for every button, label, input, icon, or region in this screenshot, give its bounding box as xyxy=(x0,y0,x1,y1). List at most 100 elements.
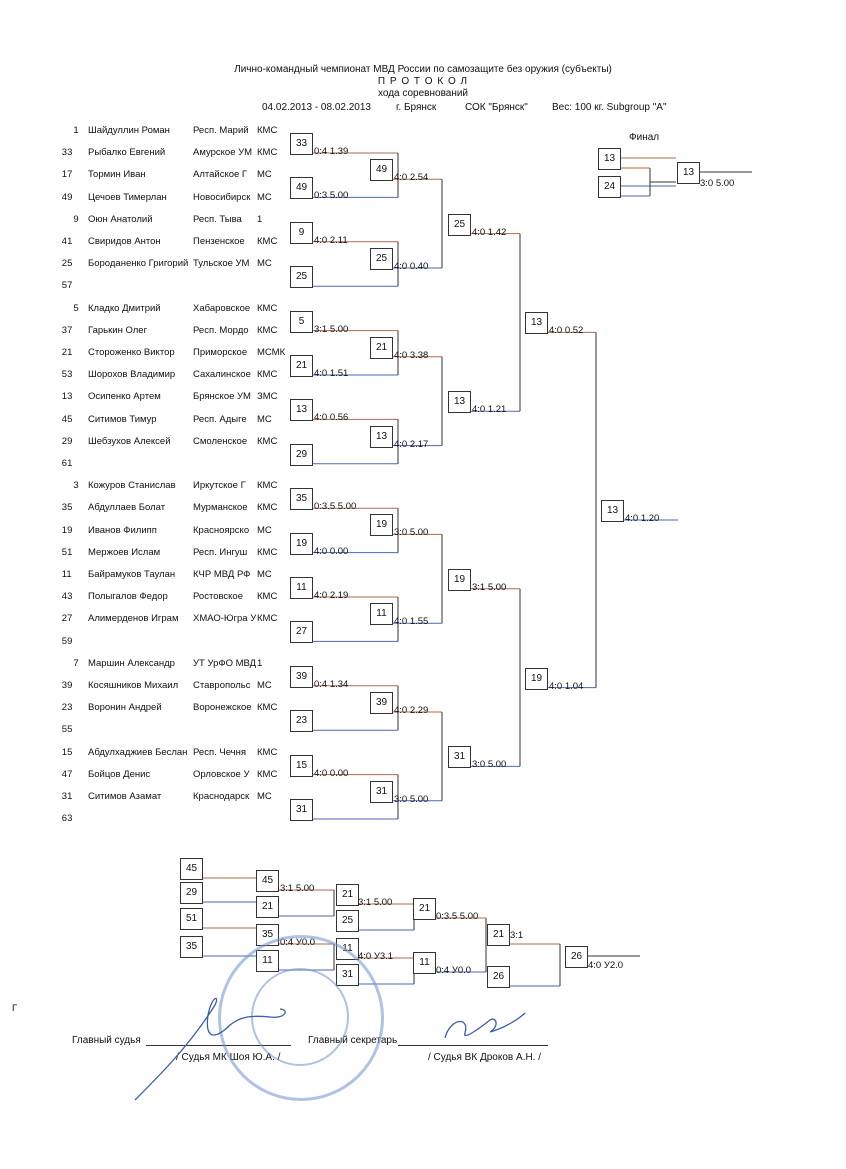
bracket-box: 39 xyxy=(290,665,313,688)
bracket-score: 4:0 2.11 xyxy=(314,234,348,246)
participant-rank: 1 xyxy=(257,213,263,225)
participant-number: 33 xyxy=(61,147,73,159)
participant-name: Мержоев Ислам xyxy=(88,546,161,558)
participant-number: 61 xyxy=(61,458,73,469)
participant-region: Мурманское xyxy=(193,502,248,514)
participant-rank: КМС xyxy=(257,324,278,336)
bracket-score: 4:0 1.21 xyxy=(472,404,507,416)
bracket-box: 26 xyxy=(565,946,588,968)
participant-rank: КМС xyxy=(257,236,278,247)
bracket-box: 13 xyxy=(601,500,624,522)
participant-region: Респ. Чечня xyxy=(193,746,247,758)
participant-region: Краснодарск xyxy=(193,791,250,802)
bracket-box: 39 xyxy=(370,692,393,714)
participant-name: Полыгалов Федор xyxy=(88,591,168,603)
bracket-score: 3:0 5.00 xyxy=(472,759,507,771)
participant-number: 21 xyxy=(61,347,73,358)
participant-rank: КМС xyxy=(257,125,278,136)
participant-number: 49 xyxy=(61,191,73,203)
bracket-score: 3:1 xyxy=(510,930,524,941)
bracket-box: 21 xyxy=(370,336,393,359)
participant-name: Воронин Андрей xyxy=(88,702,162,714)
event-venue: СОК "Брянск" xyxy=(465,102,528,113)
participant-region: Респ. Адыге xyxy=(193,413,247,425)
page-title: Лично-командный чемпионат МВД России по … xyxy=(234,64,612,75)
bracket-box: 45 xyxy=(256,870,279,892)
participant-region: Респ. Тыва xyxy=(193,213,242,225)
bracket-score: 0:3.5 5.00 xyxy=(314,501,357,513)
bracket-score: 3:1 5.00 xyxy=(472,581,507,593)
participant-region: Тульское УМ xyxy=(193,258,250,270)
participant-region: Брянское УМ xyxy=(193,391,251,403)
participant-name: Байрамуков Таулан xyxy=(88,569,176,580)
participant-name: Шайдуллин Роман xyxy=(88,125,170,136)
participant-rank: МС xyxy=(257,169,272,181)
bracket-score: 0:4 1.34 xyxy=(314,678,349,690)
participant-region: Новосибирск xyxy=(193,191,251,203)
participant-number: 55 xyxy=(61,724,73,736)
bracket-score: 4:0 1.20 xyxy=(625,513,660,524)
bracket-box: 25 xyxy=(336,910,359,932)
bracket-box: 31 xyxy=(290,799,313,821)
participant-rank: ЗМС xyxy=(257,391,278,403)
participant-number: 47 xyxy=(61,768,73,780)
bracket-box: 19 xyxy=(525,667,548,690)
bracket-box: 31 xyxy=(370,780,393,803)
participant-name: Оюн Анатолий xyxy=(88,213,153,225)
participant-number: 29 xyxy=(61,435,73,447)
chief-judge-line xyxy=(146,1045,291,1046)
participant-rank: КМС xyxy=(257,702,278,714)
participant-region: Орловское У xyxy=(193,768,250,780)
bracket-box: 33 xyxy=(290,133,313,155)
participant-name: Рыбалко Евгений xyxy=(88,147,166,159)
participant-rank: КМС xyxy=(257,435,278,447)
participant-rank: МС xyxy=(257,569,272,580)
participant-number: 39 xyxy=(61,680,73,691)
participant-number: 51 xyxy=(61,546,73,558)
bracket-score: 3:0 5.00 xyxy=(394,793,429,805)
bracket-score: 0:3.5 5.00 xyxy=(436,911,479,922)
bracket-box: 35 xyxy=(290,488,313,511)
bracket-score: 4:0 2.54 xyxy=(394,172,429,184)
bracket-score: 4:0 2.19 xyxy=(314,590,349,601)
participant-name: Кладко Дмитрий xyxy=(88,302,161,314)
participant-name: Маршин Александр xyxy=(88,657,175,669)
bracket-score: 4:0 2.17 xyxy=(394,438,429,450)
participant-rank: КМС xyxy=(257,480,278,492)
bracket-box: 13 xyxy=(448,391,471,414)
participant-rank: КМС xyxy=(257,746,278,758)
participant-name: Шебзухов Алексей xyxy=(88,435,171,447)
bracket-score: 4:0 3.38 xyxy=(394,349,429,361)
participant-region: Хабаровское xyxy=(193,302,251,314)
bracket-score: 0:3 5.00 xyxy=(314,190,349,202)
bracket-score: 0:4 У0.0 xyxy=(436,965,472,976)
participant-rank: МС xyxy=(257,524,272,536)
participant-name: Шорохов Владимир xyxy=(88,369,176,381)
bracket-score: 4:0 0.52 xyxy=(549,325,584,337)
participant-number: 63 xyxy=(61,813,73,825)
bracket-score: 4:0 0.56 xyxy=(314,412,349,424)
bracket-box: 35 xyxy=(180,936,203,958)
participant-name: Бороданенко Григорий xyxy=(88,258,189,270)
bracket-score: 0:4 1.39 xyxy=(314,146,349,157)
participant-name: Косяшников Михаил xyxy=(88,680,179,691)
participant-region: Красноярско xyxy=(193,524,250,536)
participant-region: ХМАО-Югра У xyxy=(193,613,257,625)
participant-rank: КМС xyxy=(257,369,278,381)
participant-number: 19 xyxy=(61,524,73,536)
participant-name: Тормин Иван xyxy=(88,169,146,181)
participant-rank: КМС xyxy=(257,768,278,780)
chief-judge-label: Главный судья xyxy=(72,1035,141,1046)
participant-rank: МС xyxy=(257,258,272,270)
bracket-box: 51 xyxy=(180,908,203,930)
secretary-line xyxy=(398,1045,548,1046)
bracket-box: 24 xyxy=(598,176,621,198)
participant-number: 59 xyxy=(61,635,73,647)
protocol-subtitle: хода соревнований xyxy=(377,88,469,99)
participant-name: Гарькин Олег xyxy=(88,324,148,336)
participant-name: Алимерденов Играм xyxy=(88,613,179,625)
chief-judge-signature-icon xyxy=(134,997,286,1101)
participant-name: Цечоев Тимерлан xyxy=(88,191,167,203)
bracket-score: 4:0 2.29 xyxy=(394,705,429,716)
bracket-box: 25 xyxy=(290,266,313,289)
